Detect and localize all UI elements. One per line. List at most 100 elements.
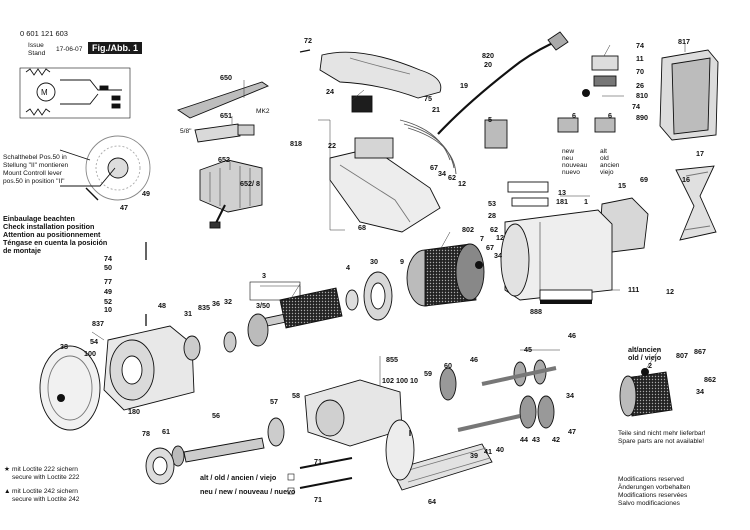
note-install-4: Téngase en cuenta la posición: [3, 238, 108, 247]
issue-label: Issue: [28, 42, 44, 49]
label-13: 13: [558, 188, 566, 197]
brush-new-1: [557, 117, 579, 133]
old-header-2: old / viejo: [628, 353, 662, 362]
inch-label: 5/8": [180, 128, 192, 135]
bottom-new: neu / new / nouveau / nuevo: [200, 487, 296, 496]
spindle-56: [171, 437, 265, 467]
label-1: 1: [584, 197, 588, 206]
label-818: 818: [290, 139, 302, 148]
mk2-label: MK2: [256, 108, 270, 115]
label-62: 62: [448, 173, 456, 182]
old-3: ancien: [600, 162, 620, 169]
label-100-b: 100: [396, 376, 408, 385]
label-111: 111: [628, 285, 640, 294]
loctite-242-1: mit Loctite 242 sichern: [12, 488, 78, 495]
label-43: 43: [532, 435, 540, 444]
label-24: 24: [326, 87, 334, 96]
label-40: 40: [496, 445, 504, 454]
label-17: 17: [696, 149, 704, 158]
circled-markers: [57, 89, 649, 402]
gear-42: [537, 395, 555, 429]
brush-new-2: [594, 117, 616, 133]
label-plate-53: [507, 181, 549, 193]
label-67: 67: [430, 163, 438, 172]
label-6: 6: [572, 111, 576, 120]
new-3: nouveau: [562, 162, 588, 169]
label-77: 77: [104, 277, 112, 286]
shaft-39: [457, 414, 521, 432]
screws-71: [299, 457, 353, 489]
label-54: 54: [90, 337, 98, 346]
label-71: 71: [314, 457, 322, 466]
label-47: 47: [120, 203, 128, 212]
label-807: 807: [676, 351, 688, 360]
label-6b: 6: [608, 111, 612, 120]
spare-2: Spare parts are not available!: [618, 438, 705, 445]
plug-820: [547, 31, 569, 51]
label-862: 862: [704, 375, 716, 384]
label-12-b: 12: [496, 233, 504, 242]
label-74: 74: [636, 41, 644, 50]
old-header: alt/ancien: [628, 345, 662, 354]
loctite-242-triangle: ▲: [4, 488, 11, 495]
label-34-b: 34: [494, 251, 502, 260]
plate-888-bar: [540, 300, 592, 304]
label-181: 181: [556, 197, 568, 206]
gear-60: [439, 367, 457, 401]
label-34-c: 34: [566, 391, 574, 400]
label-180: 180: [128, 407, 140, 416]
label-38: 38: [60, 342, 68, 351]
label-69: 69: [640, 175, 648, 184]
label-7: 7: [480, 234, 484, 243]
label-3: 3: [262, 271, 266, 280]
label-810: 810: [636, 91, 648, 100]
bearing-4: [345, 289, 359, 311]
label-15: 15: [618, 181, 626, 190]
lever-detail: [59, 135, 151, 201]
new-2: neu: [562, 155, 574, 162]
label-652: 652: [218, 155, 230, 164]
label-650: 650: [220, 73, 232, 82]
marker-a-label: a: [590, 88, 594, 97]
label-12: 12: [458, 179, 466, 188]
mod-3: Modifications reservées: [618, 492, 688, 499]
label-9: 9: [400, 257, 404, 266]
label-57: 57: [270, 397, 278, 406]
label-46-b: 46: [568, 331, 576, 340]
label-10-b: 10: [410, 376, 418, 385]
mod-1: Modifications reserved: [618, 476, 684, 483]
label-44: 44: [520, 435, 528, 444]
bottom-old: alt / old / ancien / viejo: [200, 473, 277, 482]
shaft-46: [481, 366, 557, 386]
cable-19: [437, 38, 561, 135]
loctite-222-1: mit Loctite 222 sichern: [12, 466, 78, 473]
label-45: 45: [524, 345, 532, 354]
label-19: 19: [460, 81, 468, 90]
label-3-50: 3/50: [256, 301, 270, 310]
label-59: 59: [424, 369, 432, 378]
label-890: 890: [636, 113, 648, 122]
label-28: 28: [488, 211, 496, 220]
issue-date: 17-06-07: [56, 46, 83, 53]
label-68: 68: [358, 223, 366, 232]
label-50: 50: [104, 263, 112, 272]
label-42: 42: [552, 435, 560, 444]
label-16: 16: [682, 175, 690, 184]
handle-housing-818: [329, 147, 441, 233]
loctite-222-2: secure with Loctite 222: [12, 474, 80, 481]
label-835: 835: [198, 303, 210, 312]
label-21: 21: [432, 105, 440, 114]
label-20: 20: [484, 60, 492, 69]
note-install-2: Check installation position: [3, 222, 95, 231]
plate-70: [593, 75, 617, 87]
label-867: 867: [694, 347, 706, 356]
old-2: old: [600, 155, 609, 162]
label-53: 53: [488, 199, 496, 208]
label-56: 56: [212, 411, 220, 420]
wedge-650: [176, 81, 269, 119]
label-52: 52: [104, 297, 112, 306]
note-lever-3: Mount Controll lever: [3, 170, 63, 177]
plate-11: [591, 55, 619, 71]
note-lever-1: Schalthebel Pos.50 in: [3, 154, 67, 161]
note-lever-2: Stellung "II" montieren: [3, 162, 69, 169]
